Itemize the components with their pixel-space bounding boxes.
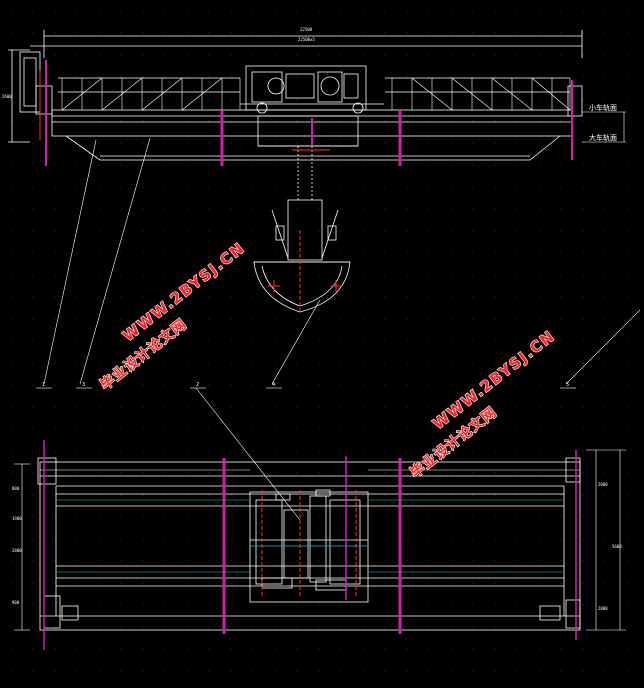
trolley-plan [249,491,369,603]
callout-5: 5 [566,382,569,388]
callout-3: 3 [82,382,85,388]
trolley-frame [245,65,367,111]
girder-underside [65,135,561,161]
plan-left-dim-4: 900 [12,600,20,605]
plan-left-dim-3: 2800 [12,548,22,553]
plan-right-dim-3: 2800 [598,606,608,611]
callout-1: 1 [42,382,45,388]
left-end-carriage [19,51,41,113]
right-bottom-end-truck [565,599,581,629]
span-dimension-text: 22500 [300,27,313,32]
plan-view [37,457,581,631]
elevation-view [8,30,583,313]
watermark-1: WWW.2BYSJ.CN 毕业设计论文网 [96,238,249,394]
grab-bucket [253,199,351,313]
callout-leaders [36,137,641,521]
plan-right-dim-1: 2800 [598,482,608,487]
winch-drum [317,71,343,103]
trolley-wheel-left [256,102,268,114]
hoist-motor [251,71,283,103]
left-top-end-truck [37,457,57,485]
plan-accents [43,440,577,650]
elevation-accents [39,60,573,312]
gear-reducer [285,73,315,99]
trolley-rail-label: 小车轨面 [589,103,617,112]
crane-rail-label: 大车轨面 [589,133,617,142]
watermark-2: WWW.2BYSJ.CN 毕业设计论文网 [406,326,559,482]
plan-left-dim-1: 800 [12,486,20,491]
right-end-carriage [567,85,583,117]
plan-dimension-lines [14,449,626,631]
callout-4: 4 [272,382,275,388]
plan-right-dim-2: 5600 [612,544,622,549]
height-dimension-text: 2600 [2,94,12,99]
span-inner-dimension-text: 22500±5 [298,37,315,42]
trolley-wheel-right [352,102,364,114]
trolley-motor-block [255,499,283,585]
left-bottom-end-truck [43,595,61,629]
callout-2: 2 [196,382,199,388]
plan-frame [39,461,581,631]
plan-left-dim-2: 1900 [12,516,22,521]
